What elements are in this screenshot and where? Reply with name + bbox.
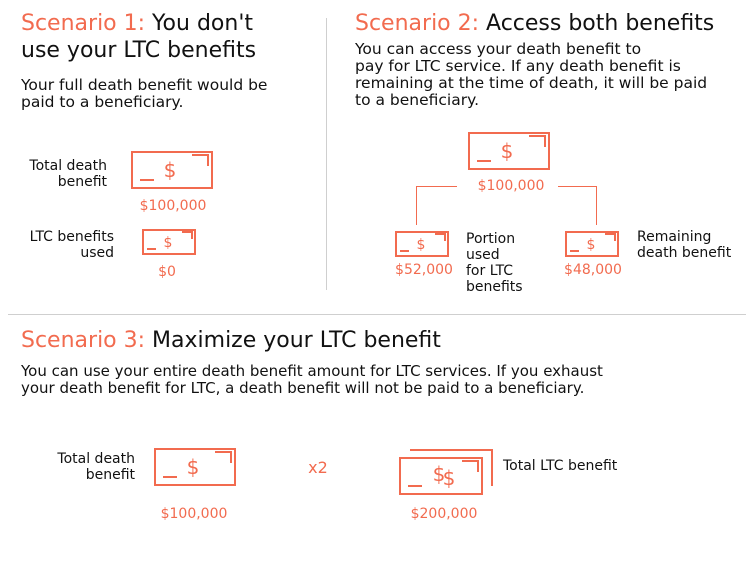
scenario2-used-amount: $52,000 bbox=[395, 262, 453, 278]
vertical-divider bbox=[326, 18, 327, 290]
scenario3-heading: Scenario 3: Maximize your LTC benefit bbox=[21, 327, 721, 354]
svg-text:$: $ bbox=[587, 237, 596, 253]
scenario3-heading-rest: Maximize your LTC benefit bbox=[145, 328, 441, 353]
svg-text:$: $ bbox=[433, 462, 446, 486]
scenario3-heading-accent: Scenario 3: bbox=[21, 328, 146, 353]
scenario1-total-label: Total death benefit bbox=[29, 158, 107, 190]
scenario2-heading-rest: Access both benefits bbox=[479, 11, 715, 36]
scenario2-heading: Scenario 2: Access both benefits bbox=[355, 10, 750, 37]
left-branch-connector bbox=[416, 186, 457, 225]
svg-text:$: $ bbox=[187, 455, 200, 479]
svg-text:$: $ bbox=[164, 235, 173, 251]
scenario1-heading: Scenario 1: You don't use your LTC benef… bbox=[21, 10, 321, 64]
horizontal-divider bbox=[8, 314, 746, 315]
scenario3-total-amount: $100,000 bbox=[160, 506, 228, 522]
dollar-bill-icon: $ bbox=[154, 448, 236, 486]
scenario2-remaining-label: Remaining death benefit bbox=[637, 229, 732, 261]
svg-text:$: $ bbox=[417, 237, 426, 253]
dollar-bill-icon: $ bbox=[468, 132, 550, 170]
dollar-bill-icon: $ bbox=[565, 231, 619, 257]
scenario1-heading-rest: You don't bbox=[145, 11, 253, 36]
multiplier-text: x2 bbox=[308, 458, 328, 477]
scenario3-ltc-amount: $200,000 bbox=[410, 506, 478, 522]
scenario2-heading-accent: Scenario 2: bbox=[355, 11, 480, 36]
scenario2-description: You can access your death benefit to pay… bbox=[355, 40, 708, 109]
svg-text:$: $ bbox=[501, 139, 514, 163]
svg-text:$: $ bbox=[443, 466, 456, 490]
scenario2-used-label: Portion used for LTC benefits bbox=[466, 231, 523, 295]
svg-text:$: $ bbox=[164, 158, 177, 182]
scenario1-used-amount: $0 bbox=[158, 264, 176, 280]
scenario3-ltc-label: Total LTC benefit bbox=[503, 458, 618, 474]
scenario3-total-label: Total death benefit bbox=[57, 451, 135, 483]
scenario1-used-label: LTC benefits used bbox=[29, 229, 114, 261]
dollar-bill-icon: $ bbox=[131, 151, 213, 189]
right-branch-connector bbox=[558, 186, 597, 225]
scenario2-total-amount: $100,000 bbox=[477, 178, 545, 194]
scenario3-description: You can use your entire death benefit am… bbox=[21, 362, 603, 397]
scenario1-heading-accent: Scenario 1: bbox=[21, 11, 146, 36]
scenario2-remaining-amount: $48,000 bbox=[564, 262, 622, 278]
scenario1-heading-line2: use your LTC benefits bbox=[21, 38, 257, 63]
scenario1-total-amount: $100,000 bbox=[139, 198, 207, 214]
scenario1-description: Your full death benefit would be paid to… bbox=[21, 76, 268, 111]
double-dollar-bill-icon: $ $ bbox=[399, 449, 493, 495]
dollar-bill-icon: $ bbox=[395, 231, 449, 257]
dollar-bill-icon: $ bbox=[142, 229, 196, 255]
